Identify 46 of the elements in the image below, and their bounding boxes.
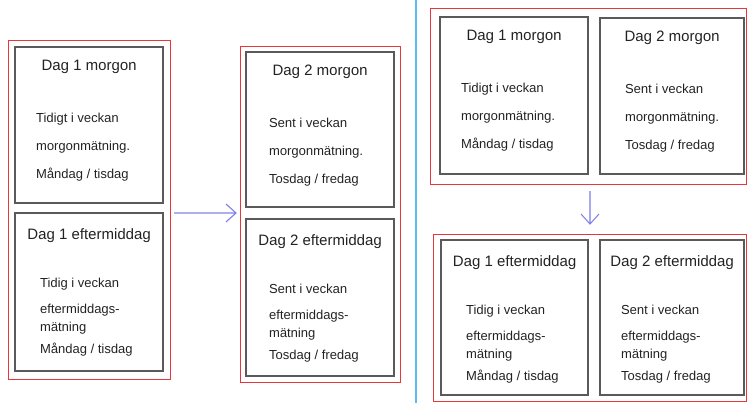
box-text: Tidigt i veckan	[461, 79, 544, 97]
info-box	[599, 239, 745, 396]
box-text: morgonmätning.	[36, 137, 130, 155]
info-box	[439, 16, 589, 175]
box-text: eftermiddags- mätning	[269, 306, 350, 342]
box-text: Tidig i veckan	[466, 301, 545, 319]
info-box	[599, 17, 745, 175]
box-text: eftermiddags- mätning	[621, 327, 702, 363]
box-text: Tidigt i veckan	[36, 109, 119, 127]
box-heading: Dag 2 eftermiddag	[609, 253, 735, 271]
group-frame	[240, 46, 401, 383]
box-heading: Dag 1 morgon	[40, 57, 138, 75]
box-heading: Dag 1 morgon	[465, 27, 563, 45]
info-box	[245, 218, 395, 377]
box-heading: Dag 2 eftermiddag	[257, 232, 383, 250]
group-frame	[8, 40, 171, 380]
arrow	[174, 203, 237, 223]
box-text: Måndag / tisdag	[40, 340, 133, 358]
box-text: Sent i veckan	[269, 280, 348, 298]
box-text: Tosdag / fredag	[269, 170, 359, 188]
group-frame	[430, 8, 747, 185]
box-text: Tosdag / fredag	[625, 136, 715, 154]
box-heading: Dag 2 morgon	[271, 62, 369, 80]
box-text: eftermiddags- mätning	[40, 300, 120, 336]
box-text: morgonmätning.	[269, 142, 363, 160]
box-text: Tosdag / fredag	[621, 367, 711, 385]
box-text: Tosdag / fredag	[269, 346, 359, 364]
info-box	[14, 212, 164, 372]
box-text: morgonmätning.	[461, 107, 555, 125]
box-heading: Dag 1 eftermiddag	[26, 226, 152, 244]
box-text: Måndag / tisdag	[461, 135, 554, 153]
box-text: Måndag / tisdag	[466, 367, 559, 385]
box-text: Måndag / tisdag	[36, 165, 129, 183]
box-heading: Dag 2 morgon	[623, 28, 721, 46]
box-heading: Dag 1 eftermiddag	[452, 253, 578, 271]
group-frame	[433, 234, 747, 402]
box-text: Tidig i veckan	[40, 274, 119, 292]
box-text: Sent i veckan	[621, 301, 700, 319]
arrow	[580, 191, 600, 225]
info-box	[245, 51, 395, 208]
box-text: Sent i veckan	[269, 114, 348, 132]
box-text: eftermiddags- mätning	[466, 327, 546, 363]
box-text: Sent i veckan	[625, 80, 704, 98]
info-box	[440, 239, 589, 396]
info-box	[14, 46, 164, 204]
box-text: morgonmätning.	[625, 108, 719, 126]
